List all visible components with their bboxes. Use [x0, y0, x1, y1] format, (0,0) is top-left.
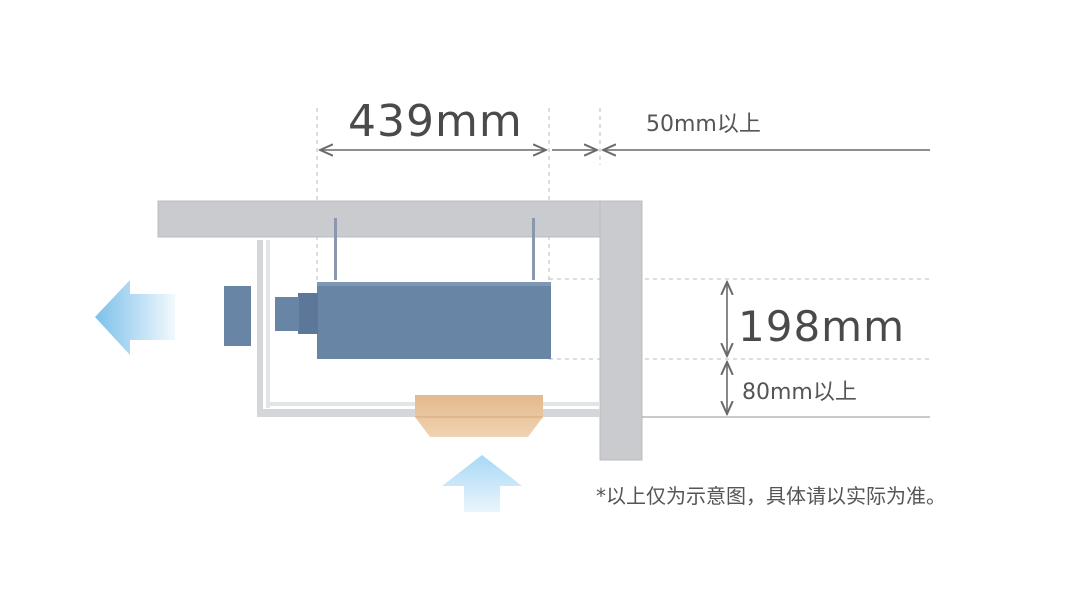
hanger-rod-left [334, 218, 337, 280]
unit-duct-flange [298, 293, 318, 334]
airflow-up-arrow-icon [442, 455, 522, 512]
ceiling-frame-inner-post [266, 240, 270, 408]
building-structure [157, 200, 643, 461]
outlet-duct-end [224, 286, 251, 346]
indoor-unit [224, 282, 551, 359]
hanger-rod-right [532, 218, 535, 280]
airflow-left-arrow-icon [95, 280, 175, 355]
disclaimer-note: *以上仅为示意图，具体请以实际为准。 [596, 484, 946, 508]
unit-duct-pipe [275, 297, 299, 331]
wall-corner-fill [601, 202, 641, 236]
side-wall [599, 200, 643, 461]
ceiling-slab [157, 200, 643, 238]
guide-lines [316, 108, 930, 360]
bottom-clearance-label: 80mm以上 [742, 380, 857, 405]
unit-body [317, 282, 551, 359]
top-clearance-label: 50mm以上 [646, 112, 761, 137]
return-air-grille [415, 395, 543, 437]
height-dimension-label: 198mm [738, 302, 905, 351]
ceiling-frame-left-post [257, 240, 263, 415]
unit-body-top-highlight [317, 282, 551, 286]
width-dimension-label: 439mm [348, 96, 523, 147]
